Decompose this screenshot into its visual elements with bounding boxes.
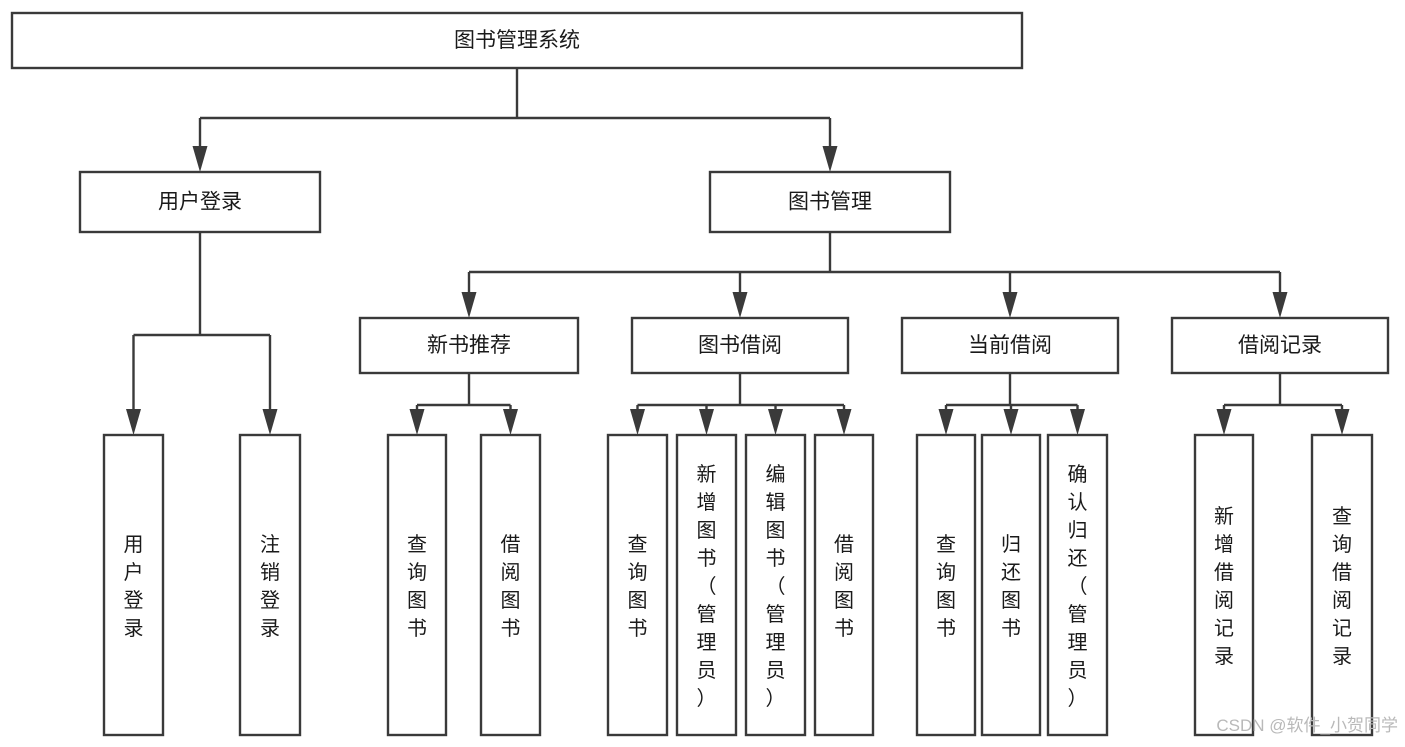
node-label-leaf-borrow-book-2: 借阅图书 [834,533,854,640]
arrow-head-icon [630,409,645,435]
node-box-leaf-edit-book[interactable] [744,433,807,737]
arrow-head-icon [1272,292,1288,318]
node-box-leaf-add-borrow-record[interactable] [1193,433,1255,737]
node-leaf-confirm-return[interactable]: 确认归还（管理员） [1046,433,1109,737]
node-leaf-borrow-book-2[interactable]: 借阅图书 [813,433,875,737]
node-leaf-return-book[interactable]: 归还图书 [980,433,1042,737]
node-label-leaf-confirm-return: 确认归还（管理员） [1068,463,1088,710]
arrow-head-icon [409,409,425,435]
node-leaf-logout-login[interactable]: 注销登录 [238,433,302,737]
node-leaf-query-book-2[interactable]: 查询图书 [606,433,669,737]
node-layer: 图书管理系统用户登录图书管理新书推荐图书借阅当前借阅借阅记录用户登录注销登录查询… [10,11,1390,737]
node-label-leaf-add-borrow-record: 新增借阅记录 [1214,505,1234,668]
node-box-book-borrow[interactable] [630,316,850,375]
node-label-user-login: 用户登录 [158,191,242,214]
node-leaf-user-login[interactable]: 用户登录 [102,433,165,737]
node-label-current-borrow: 当前借阅 [968,334,1052,357]
node-box-current-borrow[interactable] [900,316,1120,375]
arrow-head-icon [1216,409,1232,435]
arrow-head-icon [461,292,477,318]
node-root[interactable]: 图书管理系统 [10,11,1024,70]
node-box-leaf-query-book-1[interactable] [386,433,448,737]
node-new-book-recommend[interactable]: 新书推荐 [358,316,580,375]
node-box-leaf-borrow-book-2[interactable] [813,433,875,737]
node-label-borrow-record: 借阅记录 [1238,334,1322,357]
arrow-head-icon [262,409,278,435]
node-user-login[interactable]: 用户登录 [78,170,322,234]
node-label-leaf-query-book-1: 查询图书 [407,533,427,640]
arrow-head-icon [126,409,141,435]
node-label-leaf-borrow-book-1: 借阅图书 [501,533,521,640]
node-box-leaf-logout-login[interactable] [238,433,302,737]
node-borrow-record[interactable]: 借阅记录 [1170,316,1390,375]
connector-layer [126,68,1350,435]
node-box-leaf-query-book-2[interactable] [606,433,669,737]
node-label-book-borrow: 图书借阅 [698,334,782,357]
node-box-leaf-query-book-3[interactable] [915,433,977,737]
node-book-borrow[interactable]: 图书借阅 [630,316,850,375]
arrow-head-icon [938,409,954,435]
connector-group-book-borrow [630,373,852,435]
csdn-watermark: CSDN @软件_小贺同学 [1216,716,1398,735]
arrow-head-icon [1002,292,1018,318]
node-leaf-query-borrow-record[interactable]: 查询借阅记录 [1310,433,1374,737]
node-box-leaf-user-login[interactable] [102,433,165,737]
node-leaf-query-book-1[interactable]: 查询图书 [386,433,448,737]
node-box-root[interactable] [10,11,1024,70]
node-label-leaf-add-book: 新增图书（管理员） [697,463,717,710]
node-box-leaf-confirm-return[interactable] [1046,433,1109,737]
connector-group-root [192,68,838,172]
node-book-manage[interactable]: 图书管理 [708,170,952,234]
node-current-borrow[interactable]: 当前借阅 [900,316,1120,375]
node-box-leaf-borrow-book-1[interactable] [479,433,542,737]
node-box-book-manage[interactable] [708,170,952,234]
connector-group-current-borrow [938,373,1085,435]
connector-group-book-manage [461,232,1288,318]
arrow-head-icon [699,409,714,435]
node-label-leaf-return-book: 归还图书 [1001,533,1021,640]
node-label-leaf-query-book-3: 查询图书 [936,533,956,640]
node-box-user-login[interactable] [78,170,322,234]
node-label-new-book-recommend: 新书推荐 [427,334,511,357]
node-label-leaf-query-borrow-record: 查询借阅记录 [1332,505,1352,668]
node-box-leaf-add-book[interactable] [675,433,738,737]
arrow-head-icon [503,409,518,435]
arrow-head-icon [192,146,208,172]
connector-group-new-book-recommend [409,373,518,435]
arrow-head-icon [1070,409,1085,435]
node-label-leaf-user-login: 用户登录 [124,534,144,640]
node-label-leaf-edit-book: 编辑图书（管理员） [766,463,786,710]
arrow-head-icon [1003,409,1019,435]
node-label-book-manage: 图书管理 [788,191,872,214]
node-label-leaf-logout-login: 注销登录 [260,533,280,640]
arrow-head-icon [822,146,838,172]
node-leaf-borrow-book-1[interactable]: 借阅图书 [479,433,542,737]
arrow-head-icon [1334,409,1350,435]
connector-group-borrow-record [1216,373,1350,435]
node-leaf-add-book[interactable]: 新增图书（管理员） [675,433,738,737]
node-box-borrow-record[interactable] [1170,316,1390,375]
node-leaf-add-borrow-record[interactable]: 新增借阅记录 [1193,433,1255,737]
arrow-head-icon [732,292,748,318]
node-leaf-edit-book[interactable]: 编辑图书（管理员） [744,433,807,737]
node-label-leaf-query-book-2: 查询图书 [628,533,648,640]
node-box-leaf-return-book[interactable] [980,433,1042,737]
node-box-leaf-query-borrow-record[interactable] [1310,433,1374,737]
node-box-new-book-recommend[interactable] [358,316,580,375]
arrow-head-icon [768,409,783,435]
node-label-root: 图书管理系统 [454,29,580,52]
connector-group-user-login [126,232,278,435]
node-leaf-query-book-3[interactable]: 查询图书 [915,433,977,737]
arrow-head-icon [836,409,852,435]
